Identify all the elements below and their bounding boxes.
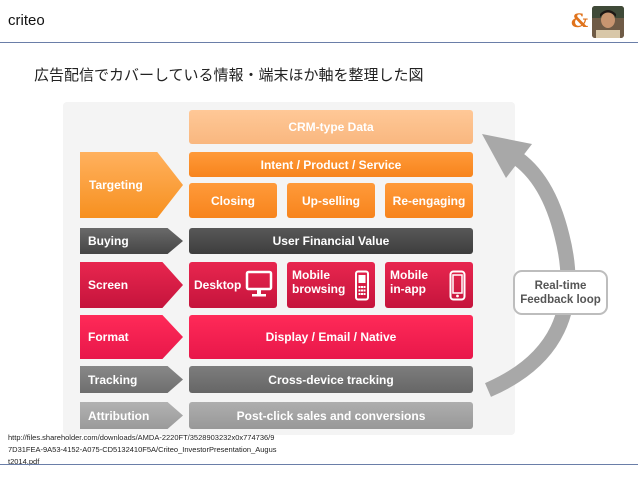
brand-name: criteo: [8, 12, 45, 29]
box-user-financial-value: User Financial Value: [189, 228, 473, 254]
box-desktop: Desktop: [189, 262, 277, 308]
feedback-line1: Real-time: [534, 279, 587, 292]
row-arrow-screen: Screen: [80, 262, 183, 308]
feature-phone-icon: [355, 270, 369, 301]
avatar: [592, 6, 624, 38]
logo-ampersand: &: [571, 10, 589, 32]
page-title: 広告配信でカバーしている情報・端末ほか軸を整理した図: [34, 66, 424, 84]
box-re-engaging: Re-engaging: [385, 183, 473, 218]
box-mobile-in-app-line2: in-app: [390, 282, 426, 296]
box-up-selling: Up-selling: [287, 183, 375, 218]
box-mobile-browsing-line2: browsing: [292, 282, 346, 296]
desktop-monitor-icon: [245, 270, 273, 297]
box-mobile-browsing-line1: Mobile: [292, 268, 330, 282]
box-intent-product-service: Intent / Product / Service: [189, 152, 473, 177]
row-arrow-buying: Buying: [80, 228, 183, 254]
curved-arrow-icon: [482, 134, 576, 397]
box-closing: Closing: [189, 183, 277, 218]
source-link[interactable]: http://files.shareholder.com/downloads/A…: [8, 433, 277, 466]
row-arrow-targeting: Targeting: [80, 152, 183, 218]
row-arrow-attribution: Attribution: [80, 402, 183, 429]
box-display-email-native: Display / Email / Native: [189, 315, 473, 359]
header-divider: [0, 42, 638, 43]
box-crm-type-data: CRM-type Data: [189, 110, 473, 144]
box-post-click-sales: Post-click sales and conversions: [189, 402, 473, 429]
feedback-line2: Feedback loop: [520, 293, 601, 306]
avatar-photo-icon: [592, 6, 624, 38]
smartphone-icon: [449, 270, 466, 301]
feedback-loop-box: Real-time Feedback loop: [513, 270, 608, 315]
box-mobile-in-app-line1: Mobile: [390, 268, 428, 282]
box-cross-device-tracking: Cross-device tracking: [189, 366, 473, 393]
box-desktop-label: Desktop: [194, 278, 242, 292]
footer-divider: [0, 464, 638, 465]
row-arrow-tracking: Tracking: [80, 366, 183, 393]
row-arrow-format: Format: [80, 315, 183, 359]
